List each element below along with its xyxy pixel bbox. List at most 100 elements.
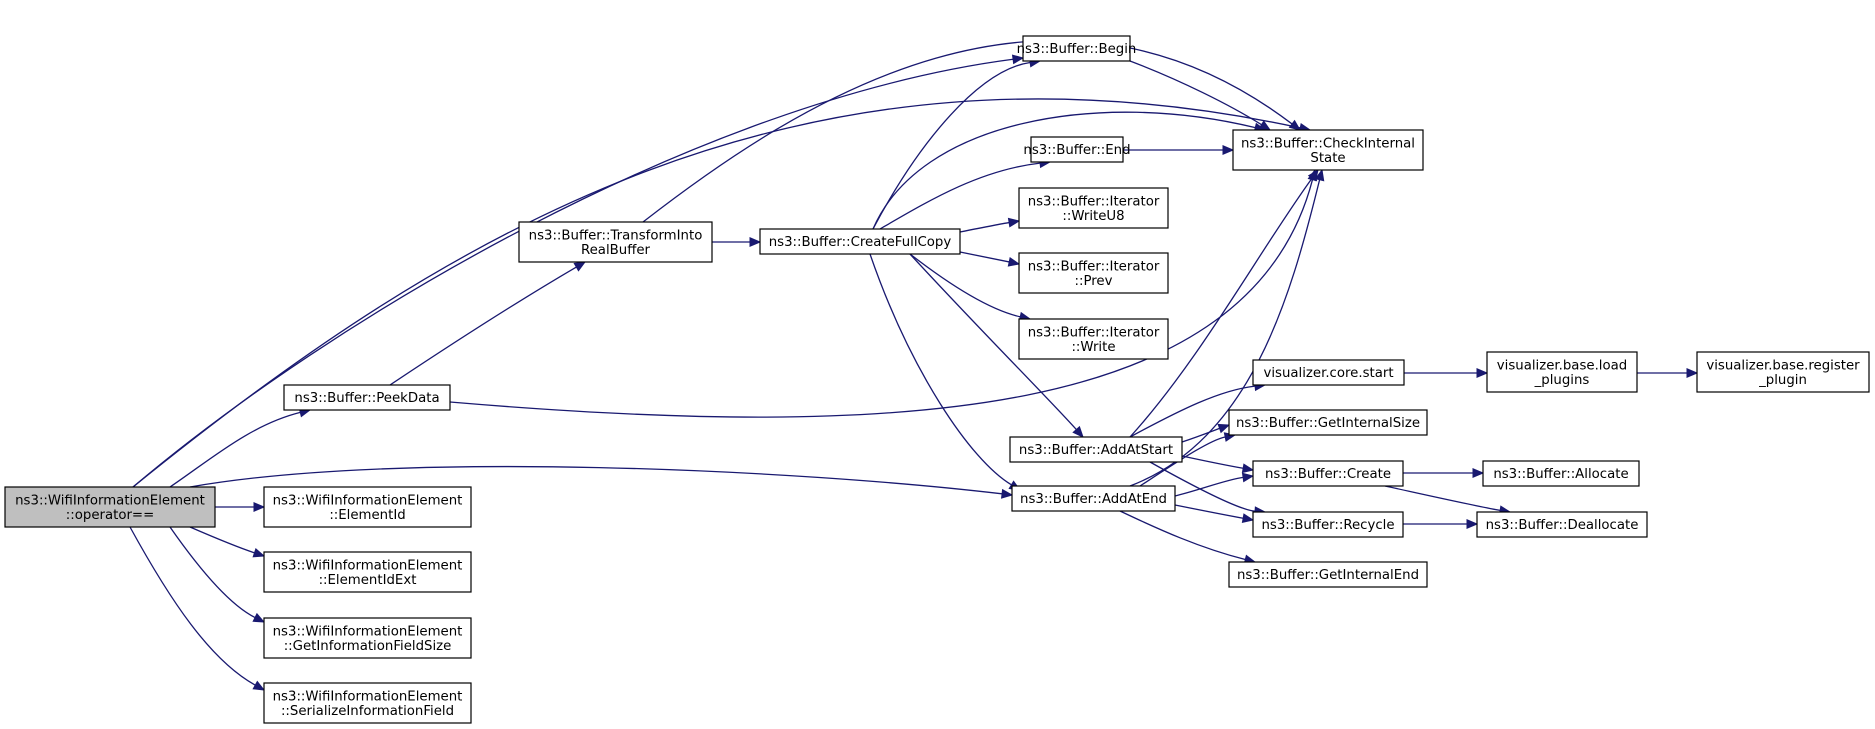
node-addatend[interactable]: ns3::Buffer::AddAtEnd: [1011, 485, 1176, 512]
node-getinternalsize[interactable]: ns3::Buffer::GetInternalSize: [1228, 409, 1428, 436]
node-prev[interactable]: ns3::Buffer::Iterator::Prev: [1018, 252, 1169, 294]
node-box: [518, 221, 713, 263]
node-box: [263, 551, 472, 593]
node-getinternalend[interactable]: ns3::Buffer::GetInternalEnd: [1228, 561, 1428, 588]
edge-op_eq-to-addatend: [189, 465, 1014, 499]
node-box: [759, 228, 961, 255]
node-box: [1228, 409, 1428, 436]
edge-peekdata-to-checkinternal: [449, 168, 1318, 418]
node-box: [1482, 460, 1640, 487]
node-box: [1696, 351, 1870, 393]
node-peekdata[interactable]: ns3::Buffer::PeekData: [283, 384, 451, 411]
node-label: ::operator==: [66, 508, 154, 523]
node-label: ns3::Buffer::AddAtStart: [1019, 443, 1173, 458]
node-label: ns3::Buffer::Create: [1265, 467, 1391, 482]
node-label: ::GetInformationFieldSize: [284, 639, 452, 654]
edge-op_eq-to-peekdata: [169, 407, 312, 488]
node-label: RealBuffer: [581, 243, 651, 258]
node-box: [1232, 129, 1424, 171]
node-vis_base_register[interactable]: visualizer.base.register_plugin: [1696, 351, 1870, 393]
edge-createfullcopy-to-writeu8: [959, 217, 1021, 233]
node-elementidext[interactable]: ns3::WifiInformationElement::ElementIdEx…: [263, 551, 472, 593]
node-recycle[interactable]: ns3::Buffer::Recycle: [1252, 511, 1404, 538]
edge-op_eq-to-elementidext: [189, 526, 266, 558]
node-box: [1252, 359, 1405, 386]
node-createfullcopy[interactable]: ns3::Buffer::CreateFullCopy: [759, 228, 961, 255]
node-label: ::ElementId: [329, 508, 405, 523]
node-box: [1486, 351, 1638, 393]
edge-begin-to-checkinternal: [1129, 60, 1272, 131]
node-label: ns3::Buffer::Iterator: [1028, 259, 1160, 274]
graph-edges: [129, 40, 1699, 691]
node-label: ns3::WifiInformationElement: [273, 558, 463, 573]
node-writeu8[interactable]: ns3::Buffer::Iterator::WriteU8: [1018, 187, 1169, 229]
node-label: ns3::Buffer::TransformInto: [529, 228, 703, 243]
node-box: [1018, 252, 1169, 294]
edge-transform-to-createfullcopy: [711, 237, 762, 247]
edge-create-to-allocate: [1403, 468, 1485, 478]
edge-addatend-to-create: [1174, 472, 1255, 497]
edge-addatend-to-recycle: [1174, 504, 1255, 524]
node-label: ns3::Buffer::AddAtEnd: [1020, 492, 1167, 507]
node-label: ns3::WifiInformationElement: [273, 689, 463, 704]
node-label: visualizer.base.load: [1497, 358, 1627, 373]
node-create[interactable]: ns3::Buffer::Create: [1252, 460, 1404, 487]
edge-vis_base_load-to-vis_base_register: [1637, 368, 1699, 378]
node-label: ::ElementIdExt: [319, 573, 417, 588]
edge-createfullcopy-to-addatstart: [909, 253, 1084, 438]
graph-nodes: ns3::WifiInformationElement::operator==n…: [4, 35, 1870, 724]
edge-createfullcopy-to-addatend: [869, 253, 1022, 491]
edge-vis_core_start-to-vis_base_load: [1404, 368, 1489, 378]
node-label: ns3::WifiInformationElement: [273, 493, 463, 508]
node-label: ::Write: [1071, 340, 1115, 355]
node-label: ns3::Buffer::GetInternalEnd: [1237, 568, 1419, 583]
node-box: [263, 486, 472, 528]
node-label: ns3::Buffer::Begin: [1017, 42, 1137, 57]
edge-transform-to-checkinternal: [642, 40, 1302, 223]
node-allocate[interactable]: ns3::Buffer::Allocate: [1482, 460, 1640, 487]
node-label: ns3::Buffer::Iterator: [1028, 325, 1160, 340]
edge-create-to-deallocate: [1384, 485, 1512, 516]
node-box: [1228, 561, 1428, 588]
node-elementid[interactable]: ns3::WifiInformationElement::ElementId: [263, 486, 472, 528]
node-label: visualizer.core.start: [1263, 366, 1393, 381]
node-box: [1009, 436, 1183, 463]
edge-op_eq-to-serializeinfofield: [129, 526, 266, 691]
node-label: ::WriteU8: [1062, 209, 1124, 224]
edge-op_eq-to-elementid: [214, 502, 266, 512]
node-box: [263, 682, 472, 724]
edge-op_eq-to-getinfofieldsize: [169, 526, 266, 623]
edge-op_eq-to-begin: [132, 54, 1025, 488]
node-label: visualizer.base.register: [1706, 358, 1860, 373]
node-end[interactable]: ns3::Buffer::End: [1023, 136, 1131, 163]
node-box: [283, 384, 451, 411]
node-label: ns3::Buffer::Deallocate: [1486, 518, 1639, 533]
node-addatstart[interactable]: ns3::Buffer::AddAtStart: [1009, 436, 1183, 463]
node-op_eq[interactable]: ns3::WifiInformationElement::operator==: [4, 486, 216, 528]
node-box: [1018, 318, 1169, 360]
node-deallocate[interactable]: ns3::Buffer::Deallocate: [1476, 511, 1648, 538]
edge-addatend-to-getinternalend: [1119, 510, 1257, 565]
node-box: [4, 486, 216, 528]
node-vis_core_start[interactable]: visualizer.core.start: [1252, 359, 1405, 386]
node-getinfofieldsize[interactable]: ns3::WifiInformationElement::GetInformat…: [263, 617, 472, 659]
node-vis_base_load[interactable]: visualizer.base.load_plugins: [1486, 351, 1638, 393]
node-label: _plugin: [1758, 373, 1807, 388]
node-box: [263, 617, 472, 659]
node-label: ns3::Buffer::End: [1023, 143, 1130, 158]
edge-peekdata-to-transform: [389, 261, 587, 386]
node-begin[interactable]: ns3::Buffer::Begin: [1017, 35, 1137, 62]
node-box: [1011, 485, 1176, 512]
node-box: [1022, 35, 1131, 62]
node-box: [1476, 511, 1648, 538]
node-label: ns3::Buffer::Iterator: [1028, 194, 1160, 209]
node-label: ns3::Buffer::Recycle: [1261, 518, 1394, 533]
node-serializeinfofield[interactable]: ns3::WifiInformationElement::SerializeIn…: [263, 682, 472, 724]
node-box: [1018, 187, 1169, 229]
node-label: State: [1310, 151, 1345, 166]
edge-end-to-checkinternal: [1122, 145, 1235, 155]
node-write[interactable]: ns3::Buffer::Iterator::Write: [1018, 318, 1169, 360]
